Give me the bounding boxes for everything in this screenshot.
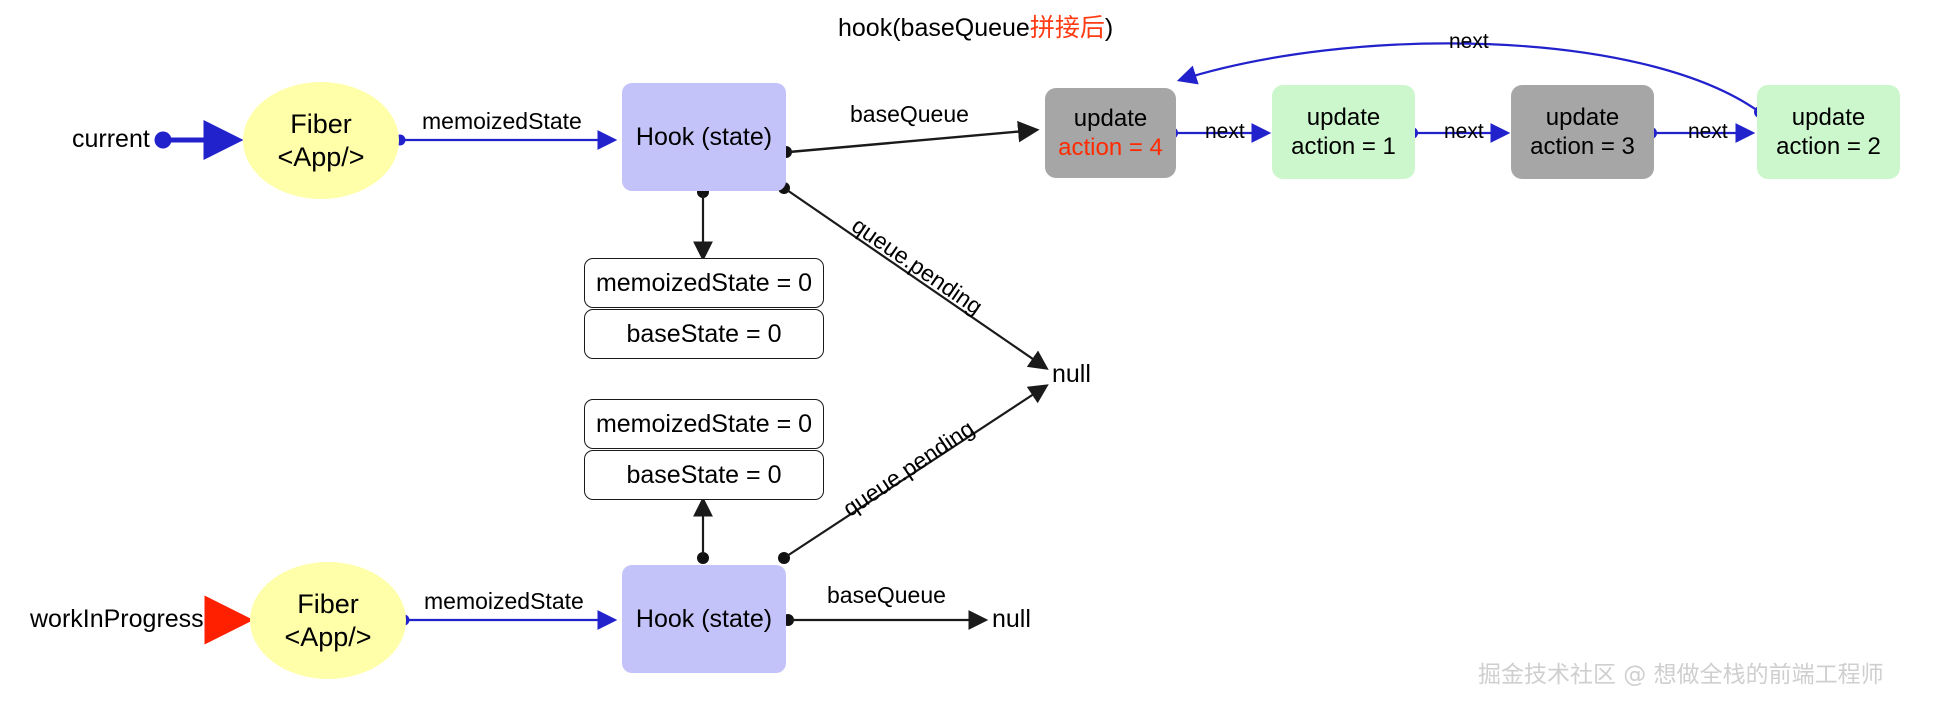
edge-label-queue-pending-top: queue.pending	[847, 212, 988, 320]
title-suffix: )	[1104, 14, 1114, 42]
edge-label-basequeue-bottom: baseQueue	[827, 582, 946, 608]
update-title-0: update	[1073, 104, 1148, 132]
edge-label-next-0: next	[1205, 120, 1245, 143]
edge-fiber-memoizedstate-bottom	[398, 610, 618, 630]
update-action-1: action = 1	[1291, 133, 1396, 160]
update-title-2: update	[1545, 103, 1620, 131]
edge-hook-basequeue-top	[780, 120, 1040, 158]
edge-label-next-wraparound: next	[1449, 30, 1489, 53]
hook-label-bottom: Hook (state)	[635, 604, 773, 633]
title-accent: 拼接后	[1029, 14, 1105, 42]
hook-node-current[interactable]: Hook (state)	[622, 83, 786, 191]
fiber-node-workinprogress[interactable]: Fiber <App/>	[250, 562, 406, 679]
edge-label-next-2: next	[1688, 120, 1728, 143]
fiber-line2: <App/>	[277, 141, 365, 172]
pointer-label-current: current	[72, 125, 150, 153]
title-prefix: hook(baseQueue	[838, 14, 1030, 42]
update-title-3: update	[1791, 103, 1866, 131]
edge-label-memoizedstate-top: memoizedState	[422, 108, 582, 134]
state-cell-basestate-bottom: baseState = 0	[584, 450, 824, 500]
edge-label-next-1: next	[1444, 120, 1484, 143]
update-node-2[interactable]: update action = 3	[1511, 85, 1654, 179]
update-node-0[interactable]: update action = 4	[1045, 88, 1176, 178]
edge-label-basequeue-top: baseQueue	[850, 101, 969, 127]
state-cell-memoizedstate-bottom: memoizedState = 0	[584, 399, 824, 449]
edge-hook-to-state-cells-top	[693, 186, 713, 262]
fiber-line2-bottom: <App/>	[284, 621, 372, 652]
watermark: 掘金技术社区 @ 想做全栈的前端工程师	[1478, 662, 1884, 688]
update-node-3[interactable]: update action = 2	[1757, 85, 1900, 179]
edge-workinprogress-to-fiber	[204, 595, 254, 645]
edge-fiber-memoizedstate-top	[394, 130, 618, 150]
update-title-1: update	[1306, 103, 1381, 131]
pointer-label-workinprogress: workInProgress	[30, 605, 204, 633]
update-action-3: action = 2	[1776, 133, 1881, 160]
hook-node-workinprogress[interactable]: Hook (state)	[622, 565, 786, 673]
update-node-1[interactable]: update action = 1	[1272, 85, 1415, 179]
state-cell-memoizedstate-top: memoizedState = 0	[584, 258, 824, 308]
edge-hook-to-state-cells-bottom	[693, 496, 713, 564]
fiber-node-current[interactable]: Fiber <App/>	[243, 82, 399, 199]
edge-label-queue-pending-bottom: queue.pending	[838, 414, 979, 522]
hook-label: Hook (state)	[635, 122, 773, 151]
edge-next-wraparound	[1176, 42, 1766, 118]
diagram-title: hook(baseQueue拼接后)	[838, 8, 1113, 44]
update-action-0: action = 4	[1058, 134, 1163, 161]
null-target-shared: null	[1052, 360, 1091, 388]
edge-current-to-fiber	[154, 120, 244, 160]
edge-hook-basequeue-bottom	[782, 610, 989, 630]
fiber-line1-bottom: Fiber	[297, 588, 359, 619]
null-target-basequeue-bottom: null	[992, 605, 1031, 633]
update-action-2: action = 3	[1530, 133, 1635, 160]
edge-label-memoizedstate-bottom: memoizedState	[424, 588, 584, 614]
fiber-line1: Fiber	[290, 108, 352, 139]
state-cell-basestate-top: baseState = 0	[584, 309, 824, 359]
